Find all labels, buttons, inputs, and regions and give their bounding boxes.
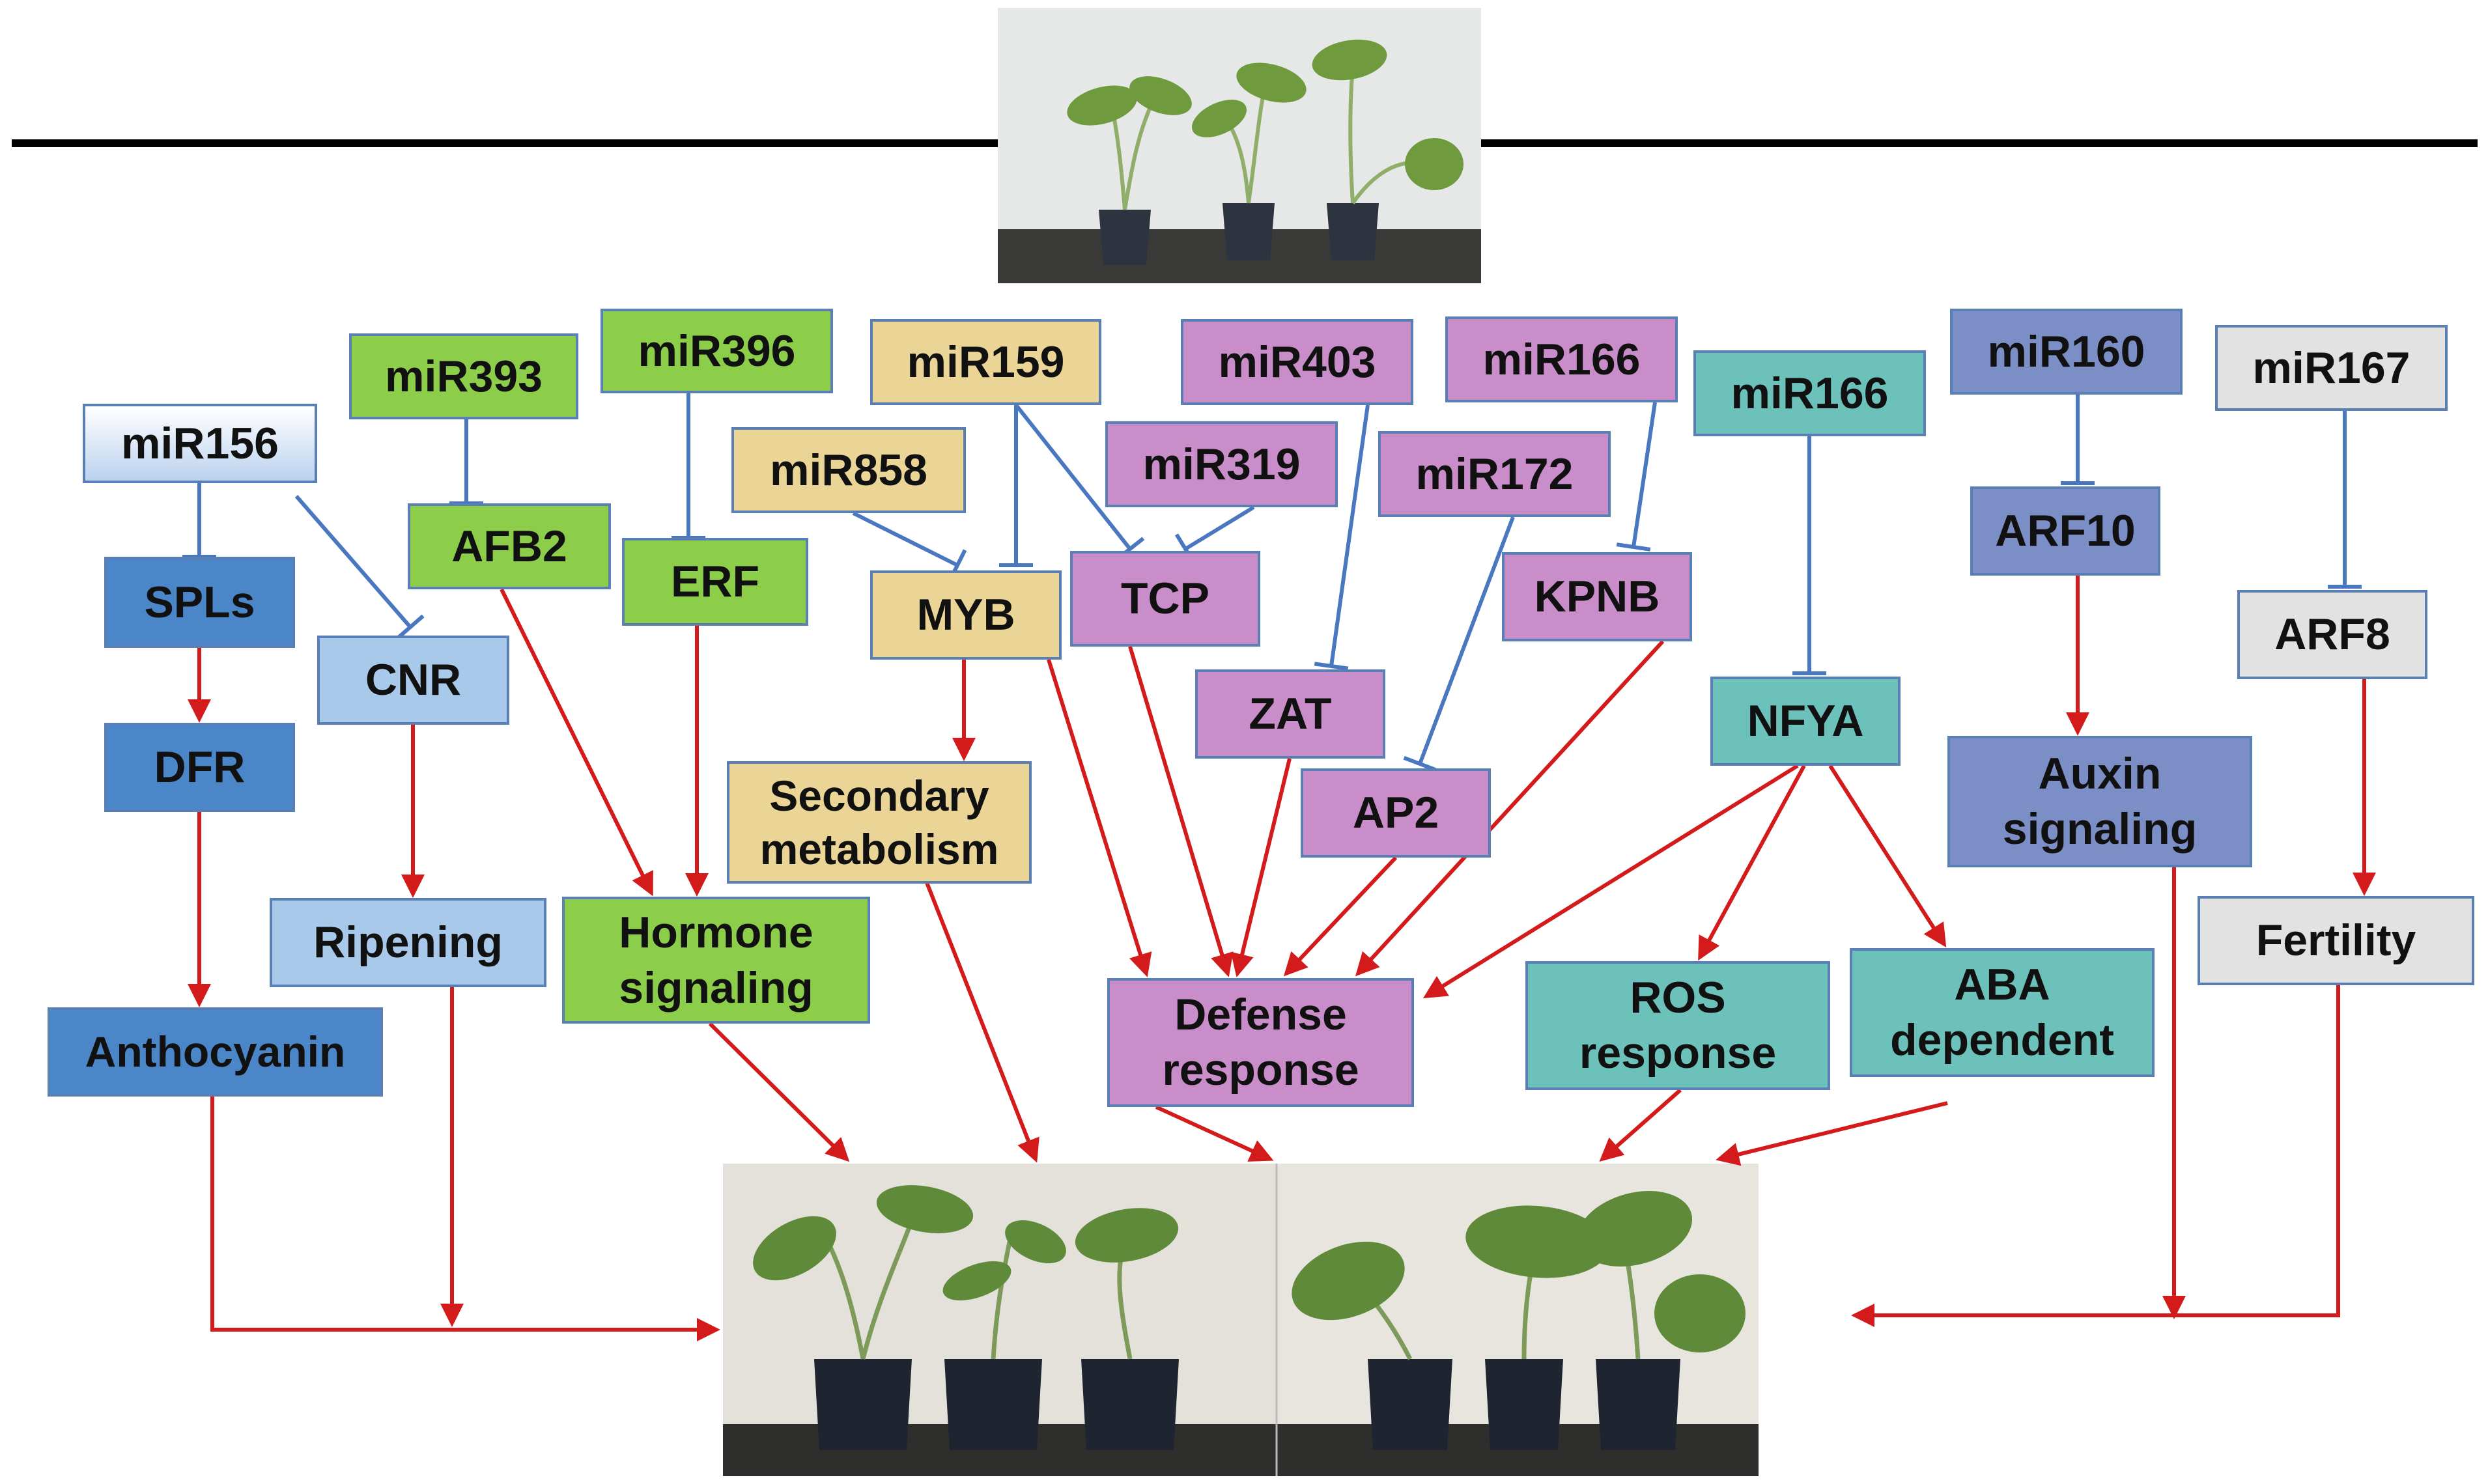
node-arf8: ARF8 [2237,590,2427,679]
node-mir156: miR156 [83,404,317,483]
node-mir319: miR319 [1105,421,1338,507]
promotion-arrow [1155,1105,1274,1162]
node-mir167: miR167 [2215,325,2448,411]
node-aba-dependent: ABA dependent [1850,948,2155,1077]
node-afb2: AFB2 [408,503,611,589]
node-spls: SPLs [104,557,295,648]
promotion-arrow [1716,1101,1948,1166]
promotion-arrow [1599,1088,1682,1162]
inhibition-bar [1403,756,1437,772]
inhibition-line [1418,516,1515,765]
node-zat: ZAT [1195,669,1385,759]
photo-top-plants [998,8,1481,283]
inhibition-line [1329,404,1370,667]
promotion-arrow [1128,646,1234,977]
promotion-arrow [210,1097,720,1341]
promotion-arrow [910,843,1039,1163]
promotion-arrow [1698,764,1806,961]
node-auxin-signaling: Auxin signaling [1947,736,2252,867]
node-mir396: miR396 [601,309,833,393]
promotion-arrow [1355,639,1665,977]
node-tcp: TCP [1070,551,1260,647]
promotion-arrow [1230,758,1292,977]
promotion-arrow [1283,856,1398,977]
photo-bottom-plants [723,1164,1759,1476]
node-nfya: NFYA [1710,677,1901,766]
inhibition-line [1184,505,1255,551]
node-kpnb: KPNB [1502,552,1692,641]
node-mir159: miR159 [870,319,1101,405]
node-arf10: ARF10 [1970,486,2160,576]
node-hormone-signaling: Hormone signaling [562,897,870,1024]
promotion-arrow [1828,764,1947,948]
node-mir166-pink: miR166 [1445,316,1678,402]
inhibition-line [1632,402,1657,548]
inhibition-bar [1616,542,1651,552]
node-ripening: Ripening [270,898,546,987]
promotion-arrow [1047,659,1152,977]
node-mir393: miR393 [349,333,578,419]
node-mir858: miR858 [731,427,966,513]
node-mir403: miR403 [1181,319,1413,405]
promotion-arrow [1851,985,2340,1327]
node-anthocyanin: Anthocyanin [48,1007,383,1097]
inhibition-bar [396,614,425,640]
inhibition-bar [1314,662,1349,671]
node-mir166-teal: miR166 [1693,350,1926,436]
promotion-arrow [500,588,653,897]
node-mir172: miR172 [1378,431,1611,517]
promotion-arrow [708,1022,850,1162]
inhibition-line [294,495,412,628]
promotion-arrow [1422,764,1799,999]
node-ap2: AP2 [1301,768,1491,858]
node-mir160: miR160 [1950,309,2183,395]
node-dfr: DFR [104,723,295,812]
node-erf: ERF [622,538,808,626]
node-secondary-metabolism: Secondary metabolism [727,761,1032,884]
inhibition-line [1014,404,1132,550]
node-defense-response: Defense response [1107,978,1414,1107]
node-fertility: Fertility [2198,896,2474,985]
node-ros-response: ROS response [1525,961,1830,1090]
inhibition-line [852,511,959,567]
node-myb: MYB [870,570,1062,660]
node-cnr: CNR [317,636,509,725]
